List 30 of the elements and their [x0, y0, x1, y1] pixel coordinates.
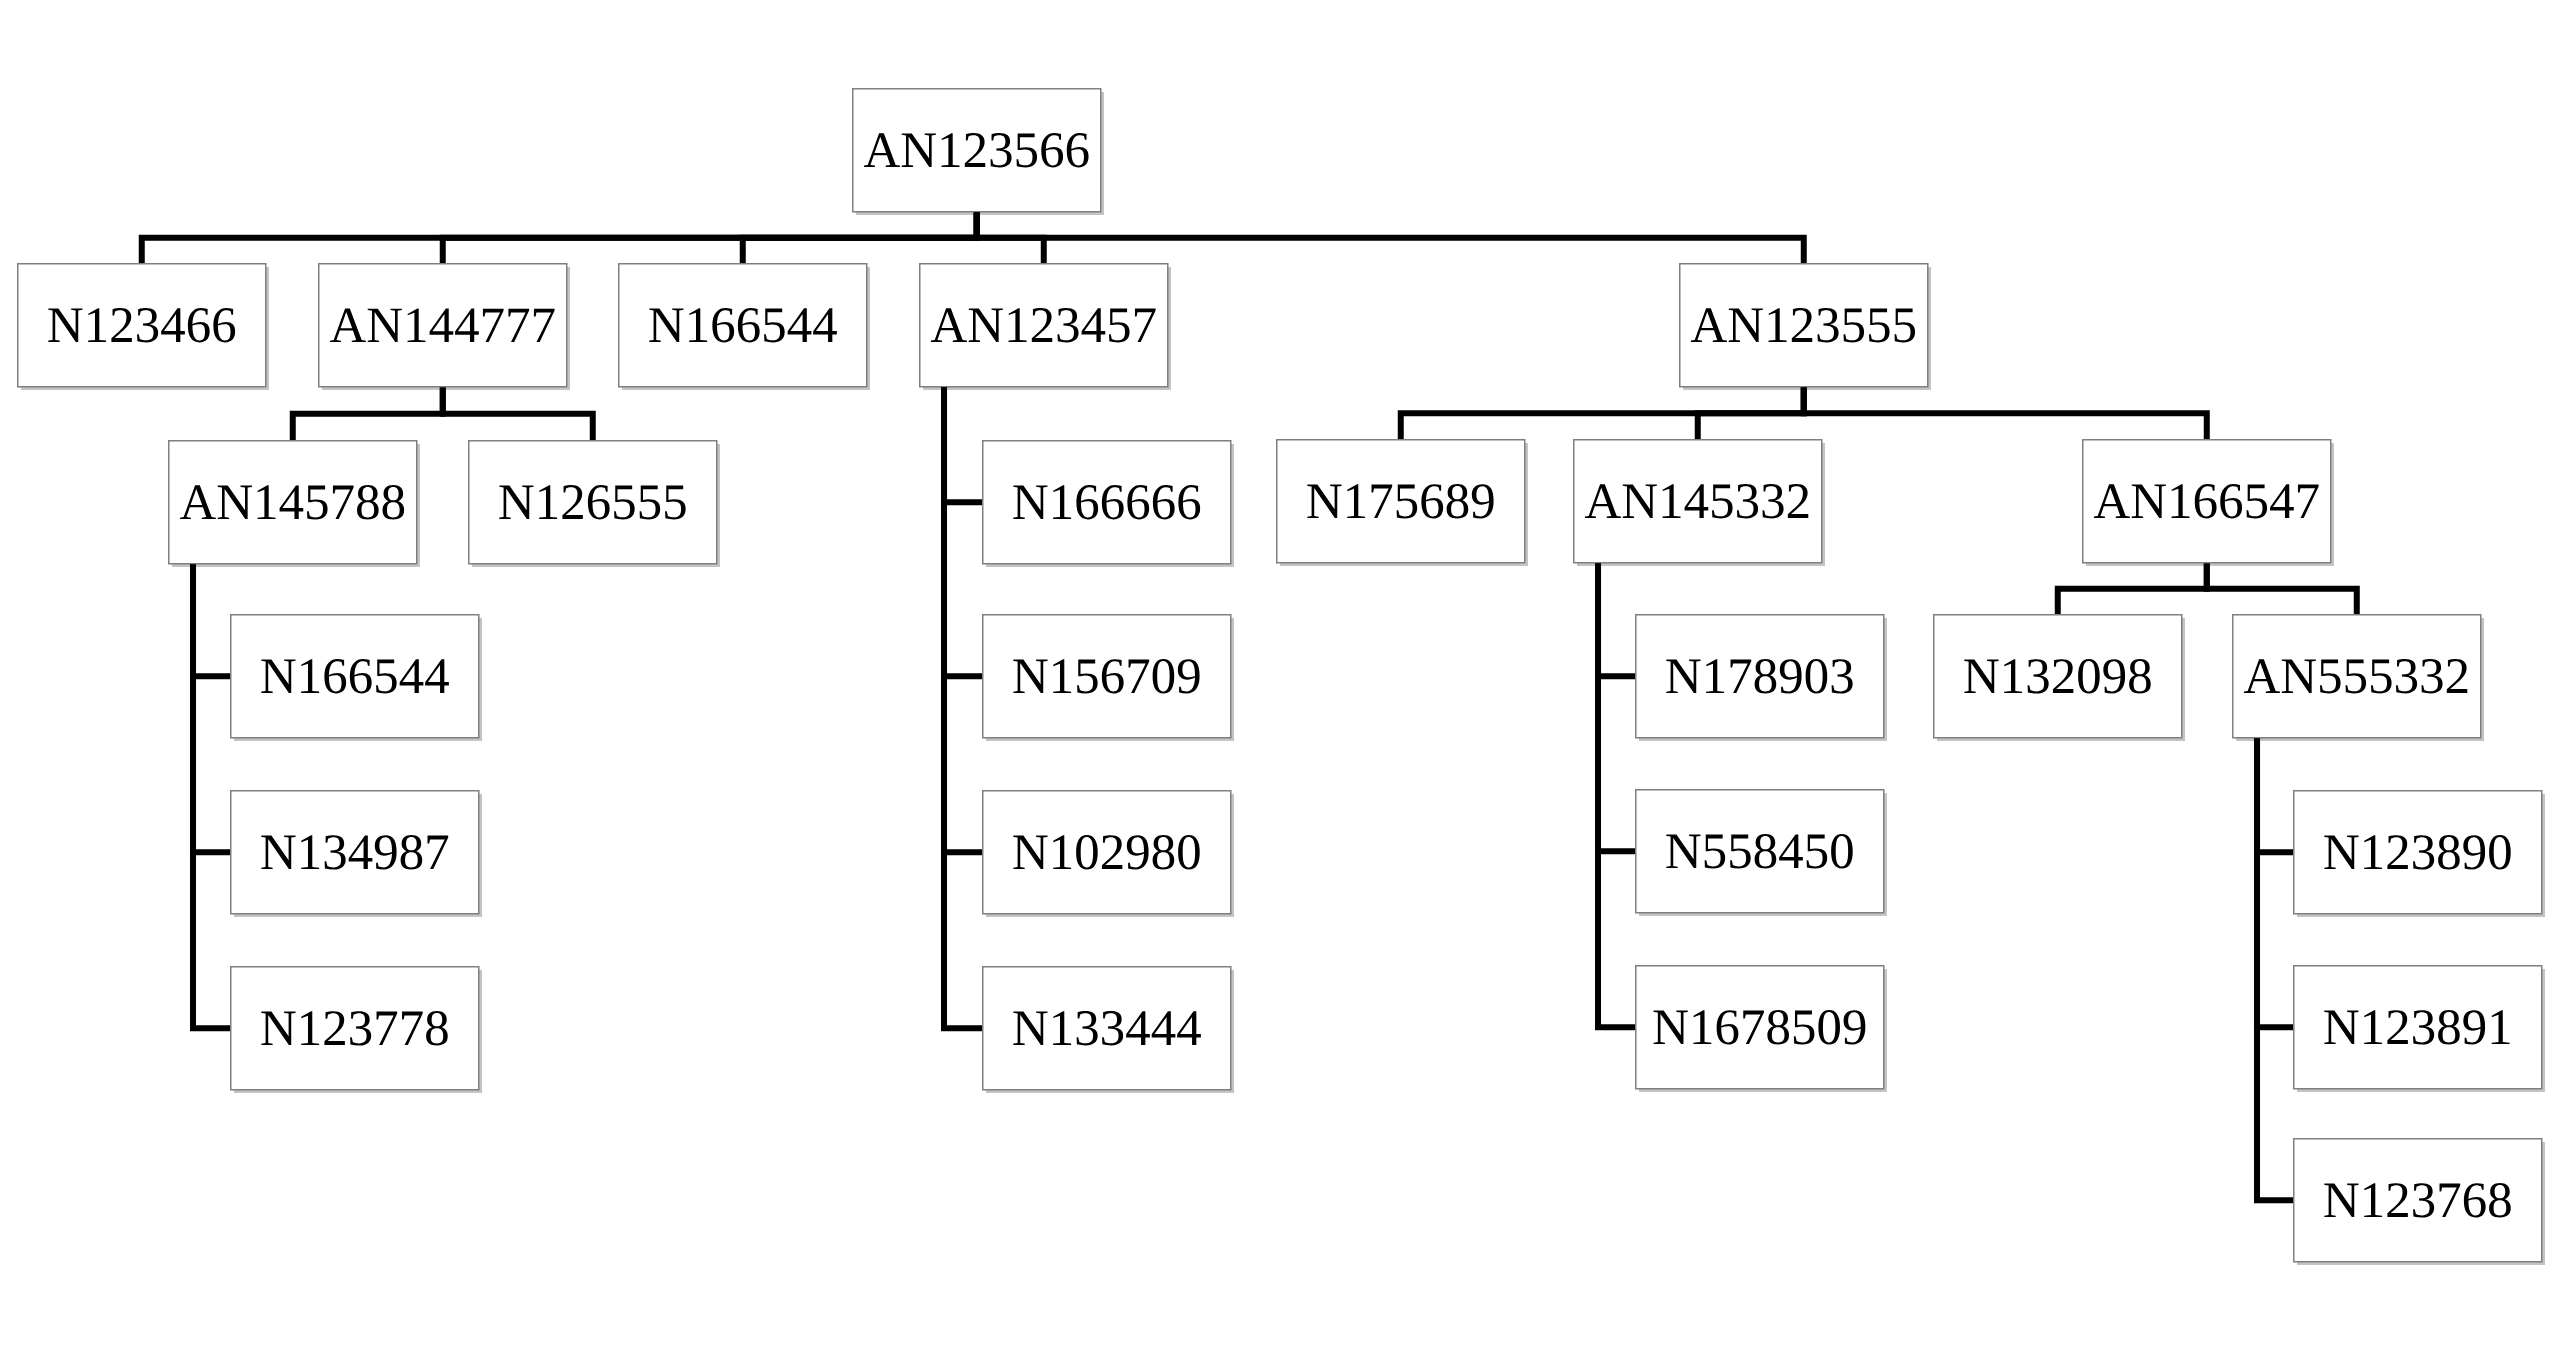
node-box: N132098: [1933, 614, 2185, 741]
node-box: AN123457: [919, 263, 1171, 390]
node-box: N166544: [618, 263, 870, 390]
node-box: N166544: [230, 614, 482, 741]
node-box: N134987: [230, 790, 482, 917]
node-box: AN166547: [2082, 439, 2334, 566]
node-box: N175689: [1276, 439, 1528, 566]
connector-line: [1800, 387, 2210, 439]
node-box: AN123555: [1679, 263, 1931, 390]
node-box: AN555332: [2232, 614, 2484, 741]
node-box: N178903: [1635, 614, 1887, 741]
node-box: N123768: [2293, 1138, 2545, 1265]
connector-line: [439, 387, 596, 440]
node-box: N133444: [982, 966, 1234, 1093]
node-box: N166666: [982, 440, 1234, 567]
node-box: AN145788: [168, 440, 420, 567]
connector-line: [973, 212, 1807, 263]
node-box: N123890: [2293, 790, 2545, 917]
node-box: N558450: [1635, 789, 1887, 916]
node-box: N126555: [468, 440, 720, 567]
node-box: AN123566: [852, 88, 1104, 215]
node-box: N123778: [230, 966, 482, 1093]
node-box: AN144777: [318, 263, 570, 390]
node-box: AN145332: [1573, 439, 1825, 566]
connector-line: [2203, 563, 2360, 614]
node-box: N123466: [17, 263, 269, 390]
node-box: N156709: [982, 614, 1234, 741]
node-box: N102980: [982, 790, 1234, 917]
node-box: N1678509: [1635, 965, 1887, 1092]
node-box: N123891: [2293, 965, 2545, 1092]
